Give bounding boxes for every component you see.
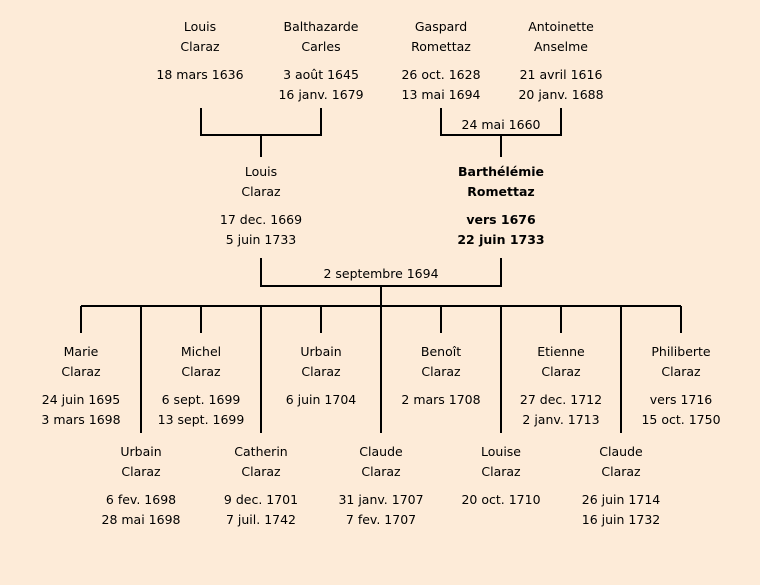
death-date: 7 fev. 1707 <box>345 512 417 527</box>
birth-date: 26 juin 1714 <box>581 492 661 507</box>
death-date: 7 juil. 1742 <box>225 512 297 527</box>
birth-date: 6 juin 1704 <box>285 392 357 407</box>
birth-date: 6 sept. 1699 <box>161 392 241 407</box>
first-name: Michel <box>180 344 222 359</box>
birth-date: vers 1716 <box>649 392 713 407</box>
grandparents-right-connector <box>440 108 562 157</box>
first-name: Catherin <box>234 444 288 459</box>
death-date: 16 janv. 1679 <box>278 87 364 102</box>
last-name: Carles <box>301 39 341 54</box>
first-name: Claude <box>359 444 403 459</box>
first-name: Marie <box>63 344 99 359</box>
first-name: Philiberte <box>651 344 711 359</box>
first-name: Barthélémie <box>457 164 545 179</box>
birth-date: 17 dec. 1669 <box>219 212 303 227</box>
birth-date: 31 janv. 1707 <box>338 492 424 507</box>
death-date: 20 janv. 1688 <box>518 87 604 102</box>
first-name: Benoît <box>420 344 462 359</box>
first-name: Claude <box>599 444 643 459</box>
last-name: Romettaz <box>411 39 471 54</box>
first-name: Urbain <box>120 444 162 459</box>
death-date: 28 mai 1698 <box>101 512 181 527</box>
death-date: 16 juin 1732 <box>581 512 661 527</box>
grandparents-left-connector <box>200 108 322 157</box>
first-name: Louis <box>183 19 217 34</box>
last-name: Claraz <box>481 464 521 479</box>
first-name: Gaspard <box>414 19 468 34</box>
birth-date: 24 juin 1695 <box>41 392 121 407</box>
death-date: 13 sept. 1699 <box>157 412 245 427</box>
first-name: Etienne <box>537 344 585 359</box>
birth-date: 6 fev. 1698 <box>105 492 177 507</box>
last-name: Claraz <box>121 464 161 479</box>
children-drops <box>80 306 682 433</box>
last-name: Anselme <box>533 39 589 54</box>
birth-date: 2 mars 1708 <box>401 392 481 407</box>
birth-date: 21 avril 1616 <box>519 67 603 82</box>
first-name: Balthazarde <box>283 19 359 34</box>
birth-date: 18 mars 1636 <box>156 67 244 82</box>
first-name: Louise <box>481 444 521 459</box>
first-name: Urbain <box>300 344 342 359</box>
first-name: Louis <box>244 164 278 179</box>
last-name: Claraz <box>180 39 220 54</box>
last-name: Claraz <box>61 364 101 379</box>
death-date: 22 juin 1733 <box>457 232 545 247</box>
birth-date: 20 oct. 1710 <box>461 492 541 507</box>
last-name: Claraz <box>301 364 341 379</box>
parents-marriage-date: 2 septembre 1694 <box>323 266 439 281</box>
last-name: Claraz <box>421 364 461 379</box>
last-name: Claraz <box>661 364 701 379</box>
death-date: 5 juin 1733 <box>225 232 297 247</box>
death-date: 2 janv. 1713 <box>522 412 600 427</box>
last-name: Claraz <box>241 464 281 479</box>
birth-date: 26 oct. 1628 <box>401 67 481 82</box>
first-name: Antoinette <box>528 19 594 34</box>
last-name: Claraz <box>541 364 581 379</box>
death-date: 13 mai 1694 <box>401 87 481 102</box>
last-name: Claraz <box>361 464 401 479</box>
death-date: 15 oct. 1750 <box>641 412 721 427</box>
death-date: 3 mars 1698 <box>41 412 121 427</box>
last-name: Claraz <box>601 464 641 479</box>
birth-date: 27 dec. 1712 <box>519 392 603 407</box>
birth-date: 3 août 1645 <box>283 67 359 82</box>
last-name: Claraz <box>241 184 281 199</box>
last-name: Claraz <box>181 364 221 379</box>
birth-date: 9 dec. 1701 <box>223 492 299 507</box>
birth-date: vers 1676 <box>466 212 536 227</box>
last-name: Romettaz <box>467 184 535 199</box>
grandparents-marriage-date: 24 mai 1660 <box>461 117 541 132</box>
